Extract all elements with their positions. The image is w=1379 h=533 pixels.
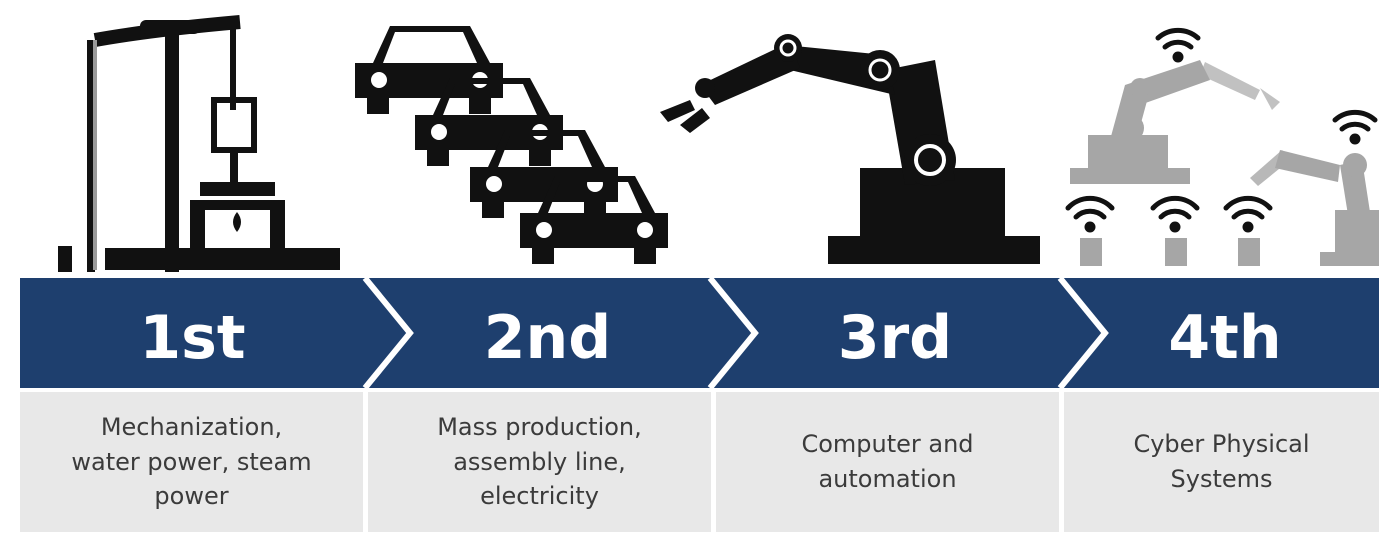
robot-arm-icon [660,34,1040,264]
stage-description-text: Mass production, assembly line, electric… [437,412,642,511]
stage-label-1st: 1st [139,303,246,373]
stage-label-2nd: 2nd [483,303,612,373]
stage-description-3rd: Computer and automation [716,392,1059,532]
chevron-divider-3 [1057,276,1109,390]
stage-label-3rd: 3rd [837,303,953,373]
chevron-divider-2 [707,276,759,390]
stage-description-2nd: Mass production, assembly line, electric… [368,392,711,532]
stage-description-text: Computer and automation [801,430,974,493]
stage-description-text: Cyber Physical Systems [1133,430,1310,493]
stage-label-4th: 4th [1168,303,1282,373]
connected-robots-wifi-icon [1065,27,1379,266]
stage-band [20,276,1379,390]
stage-description-1st: Mechanization, water power, steam power [20,392,363,532]
assembly-line-cars-icon [355,26,668,264]
stage-description-4th: Cyber Physical Systems [1064,392,1379,532]
steam-engine-icon [58,15,340,272]
band-background [20,278,1379,388]
chevron-divider-1 [362,276,414,390]
icon-row [58,15,1379,272]
stage-description-text: Mechanization, water power, steam power [71,412,312,511]
